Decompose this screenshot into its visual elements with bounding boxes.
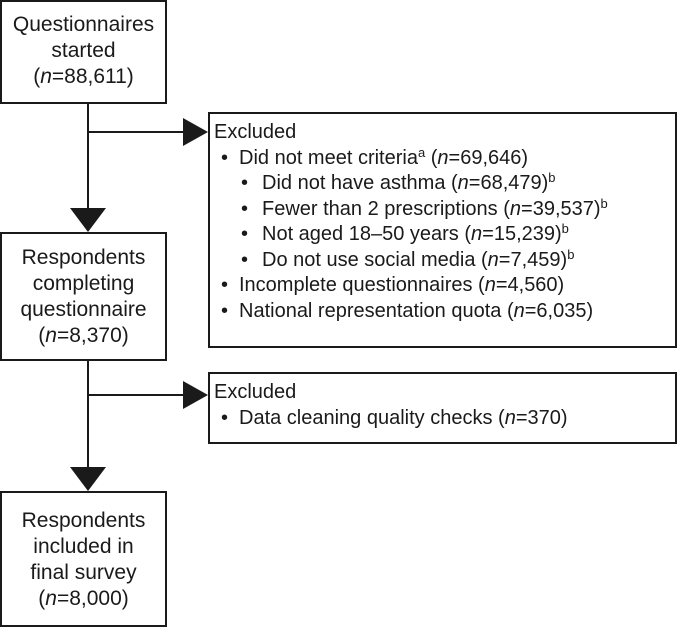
box-excluded-quality: Excluded •Data cleaning quality checks (… <box>208 372 677 444</box>
arrowhead-right-1 <box>183 118 208 146</box>
final-line1: Respondents <box>21 509 146 532</box>
list-item: •Not aged 18–50 years (n=15,239)b <box>241 221 569 245</box>
arrowhead-down-1 <box>70 208 106 232</box>
final-count: (n=8,000) <box>38 587 129 610</box>
excluded-2-title: Excluded <box>214 381 297 403</box>
final-line3: final survey <box>30 561 137 584</box>
list-item: •Incomplete questionnaires (n=4,560) <box>221 274 565 296</box>
completing-line2: completing <box>32 272 135 295</box>
completing-line1: Respondents <box>21 246 146 269</box>
completing-count: (n=8,370) <box>38 324 129 347</box>
started-line1: Questionnaires <box>12 13 155 36</box>
box-respondents-final: Respondents included in final survey (n=… <box>0 491 167 627</box>
list-item: •Did not have asthma (n=68,479)b <box>241 170 556 194</box>
list-item: •National representation quota (n=6,035) <box>221 299 594 322</box>
completing-line3: questionnaire <box>20 298 147 321</box>
arrowhead-right-2 <box>183 381 208 409</box>
started-count: (n=88,611) <box>33 65 134 88</box>
box-questionnaires-started: Questionnaires started (n=88,611) <box>0 0 167 104</box>
list-item: •Data cleaning quality checks (n=370) <box>221 406 568 429</box>
list-item: •Do not use social media (n=7,459)b <box>241 246 575 271</box>
box-excluded-criteria: Excluded •Did not meet criteriaa (n=69,6… <box>208 112 677 348</box>
list-item: •Fewer than 2 prescriptions (n=39,537)b <box>241 195 608 220</box>
final-line2: included in <box>33 535 134 558</box>
box-respondents-completing: Respondents completing questionnaire (n=… <box>0 232 167 361</box>
list-item: •Did not meet criteriaa (n=69,646) <box>221 144 529 169</box>
excluded-1-title: Excluded <box>214 121 297 143</box>
started-line2: started <box>51 39 116 62</box>
arrowhead-down-2 <box>70 467 106 491</box>
